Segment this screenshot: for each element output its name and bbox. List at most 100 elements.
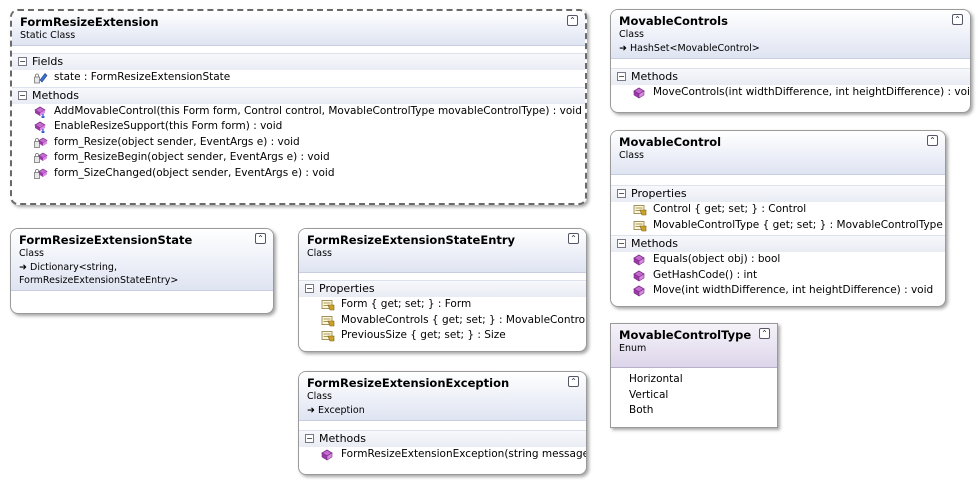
property-item[interactable]: MovableControls { get; set; } : MovableC… bbox=[299, 313, 586, 329]
section-toggle-icon[interactable]: − bbox=[617, 239, 626, 248]
method-item[interactable]: Equals(object obj) : bool bbox=[611, 252, 945, 268]
section-toggle-icon[interactable]: − bbox=[18, 90, 27, 100]
class-header: FormResizeExtensionStateEntry Class ⌃ bbox=[299, 229, 586, 273]
section-methods[interactable]: − Methods bbox=[611, 68, 970, 85]
collapse-shape-button[interactable]: ⌃ bbox=[927, 135, 938, 146]
section-label: Methods bbox=[319, 432, 366, 445]
private-field-icon bbox=[34, 72, 48, 84]
member-text: form_SizeChanged(object sender, EventArg… bbox=[54, 166, 335, 179]
property-item[interactable]: Form { get; set; } : Form bbox=[299, 297, 586, 313]
base-type-text: Exception bbox=[318, 405, 365, 416]
class-form-resize-extension-state-entry[interactable]: FormResizeExtensionStateEntry Class ⌃ − … bbox=[298, 228, 587, 352]
method-icon bbox=[633, 285, 647, 297]
class-name: FormResizeExtension bbox=[20, 15, 159, 29]
class-kind: Class bbox=[619, 29, 644, 40]
property-icon bbox=[321, 330, 335, 342]
method-icon bbox=[633, 254, 647, 266]
class-name: FormResizeExtensionStateEntry bbox=[307, 233, 516, 247]
class-movable-control[interactable]: MovableControl Class ⌃ − Properties Cont… bbox=[610, 130, 946, 307]
class-kind: Class bbox=[619, 150, 644, 161]
property-icon bbox=[633, 204, 647, 216]
collapse-shape-button[interactable]: ⌃ bbox=[568, 233, 579, 244]
section-toggle-icon[interactable]: − bbox=[617, 189, 626, 198]
member-text: form_ResizeBegin(object sender, EventArg… bbox=[54, 151, 330, 163]
enum-kind: Enum bbox=[619, 343, 647, 354]
class-kind: Static Class bbox=[20, 30, 76, 41]
member-text: AddMovableControl(this Form form, Contro… bbox=[54, 104, 582, 117]
section-methods[interactable]: − Methods bbox=[299, 430, 586, 447]
section-toggle-icon[interactable]: − bbox=[305, 434, 314, 443]
collapse-shape-button[interactable]: ⌃ bbox=[759, 328, 770, 339]
class-kind: Class bbox=[19, 248, 44, 259]
class-name: FormResizeExtensionState bbox=[19, 233, 193, 247]
enum-value[interactable]: Both bbox=[629, 404, 654, 416]
method-item[interactable]: form_Resize(object sender, EventArgs e) … bbox=[12, 135, 585, 151]
section-label: Methods bbox=[631, 237, 678, 250]
property-item[interactable]: MovableControlType { get; set; } : Movab… bbox=[611, 218, 945, 234]
inherits-arrow-icon: ➜ bbox=[307, 405, 315, 416]
extension-method-icon bbox=[34, 121, 48, 133]
inherits-arrow-icon: ➜ bbox=[619, 43, 627, 54]
member-text: Equals(object obj) : bool bbox=[653, 253, 781, 265]
method-item[interactable]: MoveControls(int widthDifference, int he… bbox=[611, 85, 970, 101]
class-name: MovableControl bbox=[619, 135, 722, 149]
method-item[interactable]: EnableResizeSupport(this Form form) : vo… bbox=[12, 119, 585, 135]
method-item[interactable]: Move(int widthDifference, int heightDiff… bbox=[611, 283, 945, 299]
private-method-icon bbox=[34, 137, 48, 149]
extension-method-icon bbox=[34, 106, 48, 118]
section-methods[interactable]: − Methods bbox=[12, 86, 585, 104]
property-icon bbox=[321, 315, 335, 327]
collapse-shape-button[interactable]: ⌃ bbox=[567, 15, 578, 26]
section-properties[interactable]: − Properties bbox=[611, 185, 945, 202]
base-type: ➜ Exception bbox=[307, 404, 578, 417]
class-header: FormResizeExtension Static Class ⌃ bbox=[12, 11, 585, 46]
enum-values: Horizontal Vertical Both bbox=[611, 368, 777, 423]
method-item[interactable]: FormResizeExtensionException(string mess… bbox=[299, 447, 586, 463]
member-text: state : FormResizeExtensionState bbox=[54, 71, 231, 83]
class-form-resize-extension-exception[interactable]: FormResizeExtensionException Class ➜ Exc… bbox=[298, 371, 587, 475]
method-item[interactable]: GetHashCode() : int bbox=[611, 268, 945, 284]
class-form-resize-extension-state[interactable]: FormResizeExtensionState Class ➜ Diction… bbox=[10, 228, 274, 314]
section-toggle-icon[interactable]: − bbox=[305, 284, 314, 293]
class-header: FormResizeExtensionState Class ➜ Diction… bbox=[11, 229, 273, 291]
section-label: Properties bbox=[631, 187, 687, 200]
section-toggle-icon[interactable]: − bbox=[18, 57, 27, 66]
section-label: Fields bbox=[32, 55, 64, 68]
property-item[interactable]: PreviousSize { get; set; } : Size bbox=[299, 328, 586, 344]
property-item[interactable]: Control { get; set; } : Control bbox=[611, 202, 945, 218]
enum-movable-control-type[interactable]: MovableControlType Enum ⌃ Horizontal Ver… bbox=[610, 323, 778, 428]
method-icon bbox=[321, 449, 335, 461]
class-kind: Class bbox=[307, 248, 332, 259]
field-item[interactable]: state : FormResizeExtensionState bbox=[12, 70, 585, 86]
base-type: ➜ Dictionary<string, FormResizeExtension… bbox=[19, 261, 265, 287]
section-toggle-icon[interactable]: − bbox=[617, 72, 626, 81]
property-icon bbox=[321, 299, 335, 311]
section-fields[interactable]: − Fields bbox=[12, 53, 585, 70]
member-text: MovableControlType { get; set; } : Movab… bbox=[653, 218, 943, 231]
class-header: MovableControl Class ⌃ bbox=[611, 131, 945, 175]
method-item[interactable]: form_ResizeBegin(object sender, EventArg… bbox=[12, 150, 585, 166]
base-type-text: Dictionary<string, FormResizeExtensionSt… bbox=[19, 262, 179, 286]
member-text: FormResizeExtensionException(string mess… bbox=[341, 448, 587, 460]
inherits-arrow-icon: ➜ bbox=[19, 262, 27, 273]
method-item[interactable]: form_SizeChanged(object sender, EventArg… bbox=[12, 166, 585, 182]
collapse-shape-button[interactable]: ⌃ bbox=[952, 14, 963, 25]
class-form-resize-extension[interactable]: FormResizeExtension Static Class ⌃ − Fie… bbox=[10, 9, 587, 205]
class-movable-controls[interactable]: MovableControls Class ➜ HashSet<MovableC… bbox=[610, 9, 971, 113]
private-method-icon bbox=[34, 152, 48, 164]
section-methods[interactable]: − Methods bbox=[611, 235, 945, 252]
collapse-shape-button[interactable]: ⌃ bbox=[255, 233, 266, 244]
class-header: FormResizeExtensionException Class ➜ Exc… bbox=[299, 372, 586, 421]
collapse-shape-button[interactable]: ⌃ bbox=[568, 376, 579, 387]
member-text: form_Resize(object sender, EventArgs e) … bbox=[54, 135, 300, 148]
enum-value[interactable]: Horizontal bbox=[629, 373, 683, 385]
member-text: Control { get; set; } : Control bbox=[653, 203, 807, 215]
member-text: EnableResizeSupport(this Form form) : vo… bbox=[54, 120, 283, 132]
class-kind: Class bbox=[307, 391, 332, 402]
enum-value[interactable]: Vertical bbox=[629, 388, 669, 401]
method-item[interactable]: AddMovableControl(this Form form, Contro… bbox=[12, 104, 585, 120]
private-method-icon bbox=[34, 168, 48, 180]
member-text: GetHashCode() : int bbox=[653, 268, 758, 281]
section-label: Methods bbox=[32, 88, 79, 102]
section-properties[interactable]: − Properties bbox=[299, 280, 586, 297]
